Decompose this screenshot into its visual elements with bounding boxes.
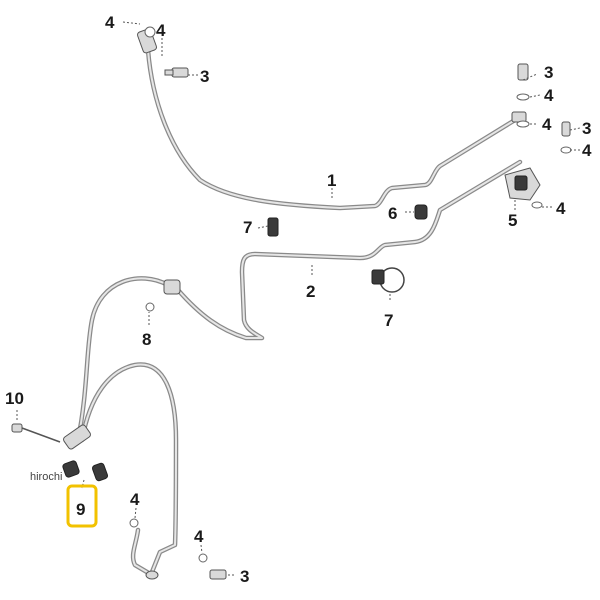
- brake-line-1: [145, 47, 518, 211]
- callout-3-right-top: 3: [544, 63, 553, 82]
- hose-connector-left: [63, 424, 91, 450]
- bolt-3-top-left: [164, 67, 189, 78]
- callout-7-lower: 7: [384, 311, 393, 330]
- callout-labels: 4 4 3 3 4 4 3 4 1 4 6 5 7 2 7 8 10 9 4 4…: [5, 13, 592, 586]
- callout-1: 1: [327, 171, 336, 190]
- callout-7-upper: 7: [243, 218, 252, 237]
- grommets-9: [62, 460, 109, 482]
- bolt-3-right: [560, 121, 572, 154]
- callout-10: 10: [5, 389, 24, 408]
- hose-end-lower-left: [130, 527, 155, 578]
- callout-5: 5: [508, 211, 517, 230]
- callout-9: 9: [76, 500, 85, 519]
- brake-hose-lower: [79, 362, 179, 575]
- brake-hose-upper: [75, 276, 171, 443]
- callout-8: 8: [142, 330, 151, 349]
- callout-4-right-1: 4: [544, 86, 554, 105]
- clip-7-upper: [267, 217, 279, 237]
- banjo-fitting-top-left: [137, 26, 157, 54]
- watermark-text: hirochi: [30, 471, 62, 483]
- callout-4-top-left: 4: [105, 13, 115, 32]
- banjo-fitting-bottom: [129, 518, 227, 580]
- callout-6: 6: [388, 204, 397, 223]
- fitting-right-top: [511, 63, 530, 128]
- callout-4-bottom-left: 4: [130, 490, 140, 509]
- highlight-box-9: [66, 484, 98, 528]
- brake-line-2: [175, 159, 523, 341]
- callout-2: 2: [306, 282, 315, 301]
- callout-3-bottom: 3: [240, 567, 249, 586]
- bolt-10: [11, 423, 61, 443]
- clip-6: [414, 204, 428, 220]
- distributor-block-5: [504, 167, 543, 209]
- clip-7-lower: [371, 267, 405, 293]
- callout-4-bottom-right: 4: [194, 527, 204, 546]
- leader-lines: [16, 21, 581, 576]
- callout-4-right-4: 4: [556, 199, 566, 218]
- callout-3-right-mid: 3: [582, 119, 591, 138]
- callout-4-top: 4: [156, 21, 166, 40]
- callout-4-right-2: 4: [542, 115, 552, 134]
- callout-4-right-3: 4: [582, 141, 592, 160]
- callout-3-top: 3: [200, 67, 209, 86]
- bracket-8: [145, 279, 181, 312]
